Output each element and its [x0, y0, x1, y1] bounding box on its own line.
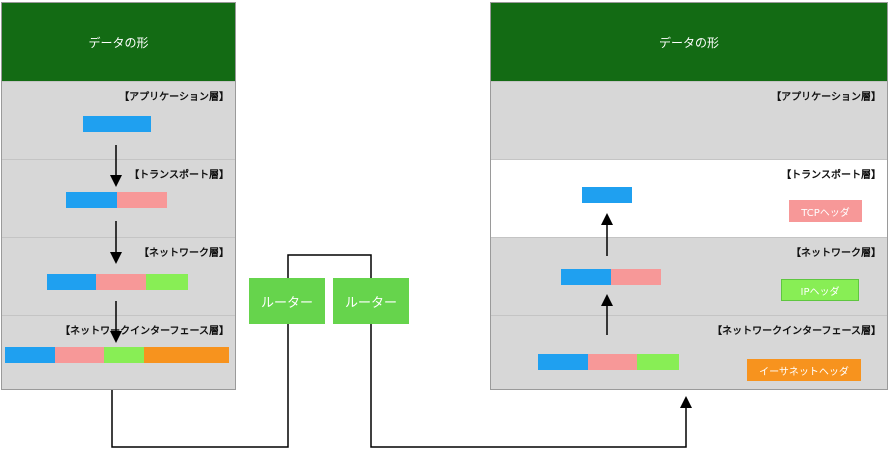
ip-header-tag: IPヘッダ [781, 279, 859, 301]
ethernet-header-tag: イーサネットヘッダ [747, 359, 861, 381]
layer-label: 【トランスポート層】 [129, 170, 229, 181]
ip-header-block [146, 274, 188, 290]
layer-label: 【ネットワークインターフェース層】 [712, 326, 881, 337]
layer-label: 【アプリケーション層】 [119, 92, 229, 103]
tcp-header-block [611, 269, 661, 285]
ip-header-block [104, 347, 144, 363]
sender-network-layer: 【ネットワーク層】 [2, 237, 235, 315]
ethernet-header-block [144, 347, 229, 363]
sender-header: データの形 [2, 3, 235, 81]
layer-label: 【ネットワーク層】 [791, 248, 881, 259]
tcp-header-block [55, 347, 104, 363]
link-router1-router2 [287, 254, 372, 278]
layer-label: 【アプリケーション層】 [771, 92, 881, 103]
tcp-header-block [96, 274, 146, 290]
link-router2-receiver [370, 324, 692, 448]
sender-transport-layer: 【トランスポート層】 [2, 159, 235, 237]
app-data-block [47, 274, 96, 290]
receiver-network-layer: 【ネットワーク層】 IPヘッダ [491, 237, 887, 315]
app-data-block [582, 187, 632, 203]
receiver-header: データの形 [491, 3, 887, 81]
receiver-panel: データの形 【アプリケーション層】 【トランスポート層】 TCPヘッダ 【ネット… [490, 2, 888, 390]
ip-header-block [637, 354, 679, 370]
router-2: ルーター [333, 278, 409, 324]
tcp-header-tag: TCPヘッダ [789, 200, 862, 222]
app-data-block [83, 116, 151, 132]
sender-panel: データの形 【アプリケーション層】 【トランスポート層】 【ネットワーク層】 【… [1, 2, 236, 390]
layer-label: 【ネットワークインターフェース層】 [60, 326, 229, 337]
router-1: ルーター [249, 278, 325, 324]
layer-label: 【ネットワーク層】 [139, 248, 229, 259]
app-data-block [66, 192, 117, 208]
app-data-block [561, 269, 611, 285]
app-data-block [538, 354, 588, 370]
sender-link-layer: 【ネットワークインターフェース層】 [2, 315, 235, 391]
receiver-link-layer: 【ネットワークインターフェース層】 イーサネットヘッダ [491, 315, 887, 391]
link-sender-router1 [111, 324, 289, 448]
layer-label: 【トランスポート層】 [781, 170, 881, 181]
app-data-block [5, 347, 55, 363]
receiver-application-layer: 【アプリケーション層】 [491, 81, 887, 159]
tcp-header-block [588, 354, 637, 370]
tcp-header-block [117, 192, 167, 208]
sender-application-layer: 【アプリケーション層】 [2, 81, 235, 159]
receiver-transport-layer: 【トランスポート層】 TCPヘッダ [491, 159, 887, 237]
